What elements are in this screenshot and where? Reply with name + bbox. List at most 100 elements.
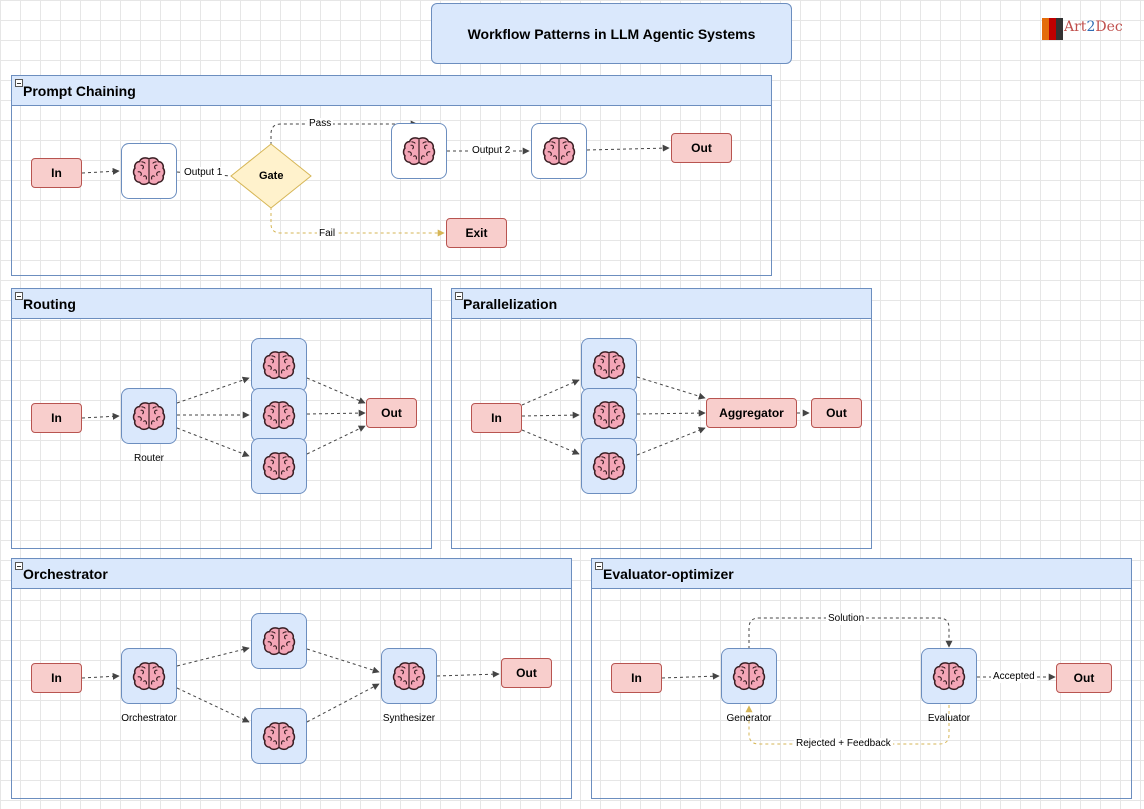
edge-llm-c-to-out: [306, 425, 366, 455]
in-node[interactable]: In: [31, 663, 82, 693]
diagram-title: Workflow Patterns in LLM Agentic Systems: [431, 3, 792, 64]
out-node[interactable]: Out: [671, 133, 732, 163]
panel-title: Parallelization: [463, 295, 558, 312]
evaluator-node[interactable]: [921, 648, 977, 704]
llm-node[interactable]: [391, 123, 447, 179]
llm-node[interactable]: [581, 438, 637, 494]
edge-label-output1: Output 1: [182, 167, 225, 179]
out-node[interactable]: Out: [1056, 663, 1112, 693]
router-node[interactable]: [121, 388, 177, 444]
panel-title: Prompt Chaining: [23, 82, 136, 99]
worker-node[interactable]: [251, 613, 307, 669]
panel-header: Orchestrator: [12, 559, 571, 589]
edge-orchestrator-to-worker-b: [176, 687, 250, 723]
panel-orchestrator: Orchestrator: [11, 558, 572, 799]
logo-bar-orange: [1042, 18, 1049, 40]
brain-icon: [592, 400, 626, 430]
edge-in-to-llm-b: [521, 411, 580, 419]
brain-icon: [592, 350, 626, 380]
brain-icon: [262, 451, 296, 481]
edge-in-to-llm-c: [521, 429, 580, 455]
edge-llm-a-to-out: [306, 377, 366, 404]
brain-icon: [262, 626, 296, 656]
panel-header: Evaluator-optimizer: [592, 559, 1131, 589]
edge-label-rejected-feedback: Rejected + Feedback: [794, 738, 893, 750]
collapse-toggle-icon[interactable]: [595, 562, 603, 570]
edge-router-to-llm-a: [176, 376, 250, 404]
collapse-toggle-icon[interactable]: [15, 79, 23, 87]
edge-synthesizer-to-out: [436, 670, 500, 678]
aggregator-node[interactable]: Aggregator: [706, 398, 797, 428]
edge-in-to-generator: [661, 672, 720, 680]
in-node[interactable]: In: [31, 403, 82, 433]
edge-fail: [270, 207, 445, 237]
orchestrator-node[interactable]: [121, 648, 177, 704]
logo-bar-dark: [1056, 18, 1063, 40]
edge-worker-a-to-synthesizer: [306, 648, 380, 674]
edge-llm-b-to-out: [306, 409, 366, 417]
panel-evaluator-optimizer: Evaluator-optimizer: [591, 558, 1132, 799]
logo-bar-red: [1049, 18, 1056, 40]
collapse-toggle-icon[interactable]: [15, 292, 23, 300]
out-node[interactable]: Out: [366, 398, 417, 428]
worker-node[interactable]: [251, 708, 307, 764]
gate-diamond: [230, 143, 312, 209]
collapse-toggle-icon[interactable]: [15, 562, 23, 570]
panel-title: Evaluator-optimizer: [603, 565, 734, 582]
edge-in-to-llm-a: [521, 379, 580, 406]
panel-prompt-chaining: Prompt Chaining: [11, 75, 772, 276]
exit-node[interactable]: Exit: [446, 218, 507, 248]
art2dec-logo: Art2Dec: [1040, 16, 1130, 42]
panel-header: Routing: [12, 289, 431, 319]
edge-label-output2: Output 2: [470, 145, 513, 157]
synthesizer-node[interactable]: [381, 648, 437, 704]
edge-label-accepted: Accepted: [991, 671, 1037, 683]
panel-routing: Routing: [11, 288, 432, 549]
brain-icon: [732, 661, 766, 691]
edge-label-solution: Solution: [826, 613, 867, 625]
llm-node[interactable]: [581, 338, 637, 392]
evaluator-caption: Evaluator: [927, 713, 971, 724]
brain-icon: [402, 136, 436, 166]
in-node[interactable]: In: [471, 403, 522, 433]
router-caption: Router: [133, 453, 164, 464]
brain-icon: [392, 661, 426, 691]
llm-node[interactable]: [531, 123, 587, 179]
synthesizer-caption: Synthesizer: [382, 713, 436, 724]
llm-node[interactable]: [251, 438, 307, 494]
panel-header: Parallelization: [452, 289, 871, 319]
edge-llm-b-to-aggregator: [636, 409, 706, 417]
brain-icon: [132, 661, 166, 691]
orchestrator-caption: Orchestrator: [121, 713, 177, 724]
brain-icon: [932, 661, 966, 691]
panel-header: Prompt Chaining: [12, 76, 771, 106]
generator-node[interactable]: [721, 648, 777, 704]
edge-in-to-llm1: [81, 167, 120, 175]
edge-router-to-llm-c: [176, 427, 250, 457]
brain-icon: [592, 451, 626, 481]
edge-label-fail: Fail: [317, 228, 338, 240]
edge-in-to-orchestrator: [81, 672, 120, 680]
in-node[interactable]: In: [31, 158, 82, 188]
edge-llm-a-to-aggregator: [636, 376, 706, 400]
panel-parallelization: Parallelization: [451, 288, 872, 549]
edge-llm3-to-out: [586, 144, 670, 152]
panel-title: Orchestrator: [23, 565, 108, 582]
brain-icon: [132, 156, 166, 186]
llm-node[interactable]: [121, 143, 177, 199]
edge-worker-b-to-synthesizer: [306, 683, 380, 723]
in-node[interactable]: In: [611, 663, 662, 693]
out-node[interactable]: Out: [811, 398, 862, 428]
brain-icon: [262, 350, 296, 380]
brain-icon: [132, 401, 166, 431]
llm-node[interactable]: [581, 388, 637, 442]
edge-pass: [270, 120, 418, 145]
llm-node[interactable]: [251, 338, 307, 392]
edge-in-to-router: [81, 412, 120, 420]
brain-icon: [262, 400, 296, 430]
llm-node[interactable]: [251, 388, 307, 442]
gate-label: Gate: [259, 170, 284, 182]
brain-icon: [542, 136, 576, 166]
collapse-toggle-icon[interactable]: [455, 292, 463, 300]
out-node[interactable]: Out: [501, 658, 552, 688]
